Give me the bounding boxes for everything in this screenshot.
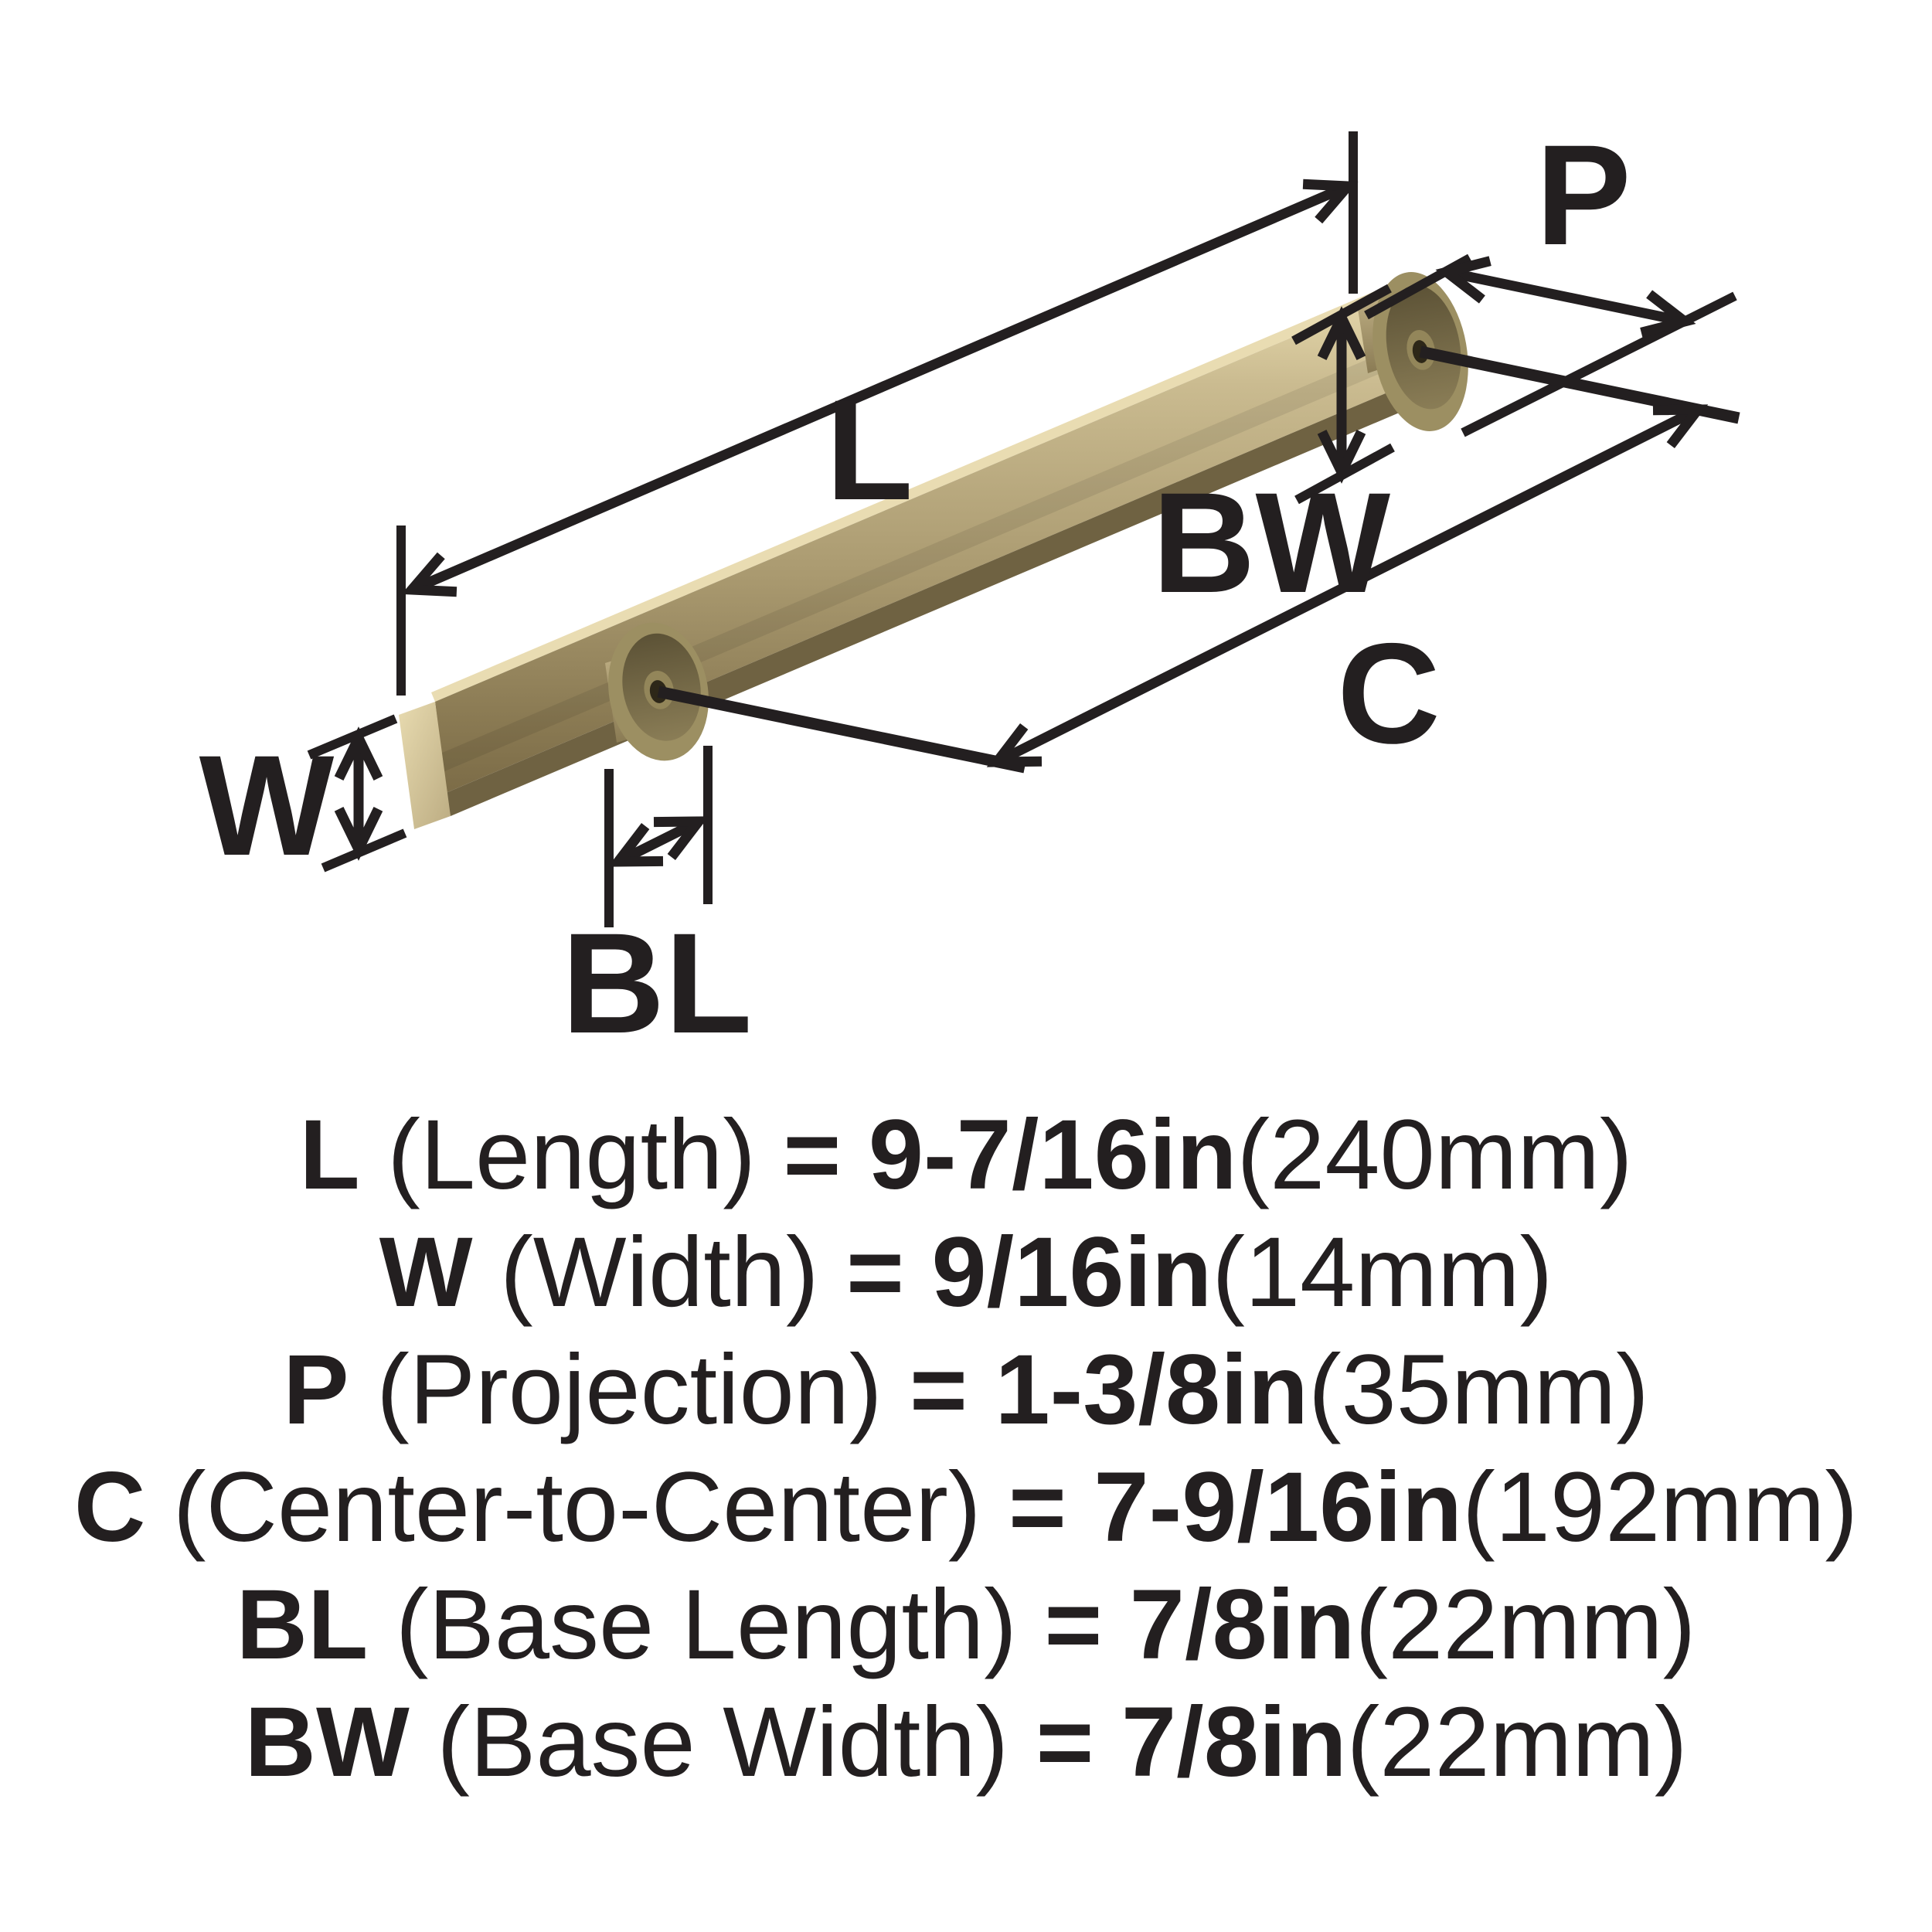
C-center-leader-left	[657, 685, 1026, 774]
spec-symbol: P	[283, 1335, 349, 1445]
spec-imperial-value: 7-9/16in	[1094, 1452, 1463, 1563]
spec-line-center-to-center: C (Center-to-Center) = 7-9/16in(192mm)	[0, 1449, 1932, 1566]
C-arrowhead-left	[986, 723, 1043, 767]
spec-imperial-value: 7/8in	[1121, 1687, 1347, 1798]
W-extension-tick-top	[307, 714, 398, 760]
spec-symbol: C	[73, 1452, 146, 1563]
label-BL: BL	[562, 904, 753, 1063]
label-C: C	[1337, 614, 1440, 774]
BL-arrowhead-left	[607, 823, 664, 867]
label-BW: BW	[1152, 464, 1391, 623]
spec-equals: =	[1036, 1687, 1094, 1798]
dimension-L: L	[396, 131, 1359, 696]
spec-symbol: L	[299, 1100, 360, 1210]
spec-metric-value: (35mm)	[1308, 1335, 1649, 1445]
bar-left-end-cap	[399, 702, 451, 829]
spec-metric-value: (240mm)	[1236, 1100, 1633, 1210]
spec-line-projection: P (Projection) = 1-3/8in(35mm)	[0, 1332, 1932, 1449]
W-extension-tick-bottom	[321, 828, 407, 872]
BW-arrowhead-bottom	[1317, 430, 1366, 484]
W-arrowhead-top	[334, 726, 383, 781]
P-arrowhead-left	[1435, 256, 1492, 304]
spec-line-base-length: BL (Base Length) = 7/8in(22mm)	[0, 1566, 1932, 1684]
label-W: W	[199, 726, 335, 886]
L-arrowhead-left	[401, 552, 457, 597]
spec-name: (Base Width)	[437, 1687, 1009, 1798]
P-dimension-arrow	[1445, 267, 1686, 327]
spec-metric-value: (14mm)	[1212, 1217, 1553, 1328]
bar-top-edge-highlight	[431, 286, 1391, 702]
spec-metric-value: (22mm)	[1355, 1570, 1696, 1680]
spec-list: L (Length) = 9-7/16in(240mm) W (Width) =…	[0, 1097, 1932, 1801]
spec-metric-value: (192mm)	[1462, 1452, 1859, 1563]
spec-imperial-value: 9/16in	[931, 1217, 1213, 1328]
dimension-BL: BL	[562, 746, 753, 1063]
spec-line-length: L (Length) = 9-7/16in(240mm)	[0, 1097, 1932, 1214]
L-arrowhead-right	[1302, 179, 1359, 224]
spec-name: (Width)	[500, 1217, 819, 1328]
spec-equals: =	[783, 1100, 842, 1210]
BL-dimension-arrow	[616, 817, 701, 866]
L-dimension-line	[410, 182, 1350, 594]
spec-name: (Center-to-Center)	[172, 1452, 981, 1563]
label-P: P	[1536, 116, 1631, 275]
spec-line-width: W (Width) = 9/16in(14mm)	[0, 1214, 1932, 1332]
spec-symbol: W	[379, 1217, 473, 1328]
spec-name: (Projection)	[376, 1335, 883, 1445]
W-arrowhead-bottom	[334, 807, 383, 861]
spec-equals: =	[846, 1217, 904, 1328]
dimension-W: W	[199, 714, 407, 886]
spec-symbol: BW	[244, 1687, 410, 1798]
spec-symbol: BL	[236, 1570, 369, 1680]
dimension-BW: BW	[1152, 284, 1395, 623]
spec-line-base-width: BW (Base Width) = 7/8in(22mm)	[0, 1684, 1932, 1801]
spec-name: (Base Length)	[395, 1570, 1017, 1680]
C-dimension-line	[995, 405, 1700, 767]
spec-equals: =	[910, 1335, 968, 1445]
label-L: L	[825, 371, 913, 530]
BL-arrowhead-right	[653, 816, 709, 860]
spec-imperial-value: 7/8in	[1129, 1570, 1355, 1680]
C-arrowhead-right	[1652, 404, 1709, 449]
dimension-P: P	[1364, 116, 1737, 437]
spec-equals: =	[1044, 1570, 1103, 1680]
spec-imperial-value: 9-7/16in	[868, 1100, 1237, 1210]
spec-imperial-value: 1-3/8in	[995, 1335, 1308, 1445]
BW-arrowhead-top	[1317, 306, 1366, 360]
spec-metric-value: (22mm)	[1346, 1687, 1688, 1798]
spec-equals: =	[1009, 1452, 1066, 1563]
dimension-C: C	[657, 345, 1740, 774]
P-extension-line-far	[1461, 291, 1737, 437]
P-arrowhead-right	[1640, 290, 1696, 338]
spec-name: (Length)	[387, 1100, 756, 1210]
